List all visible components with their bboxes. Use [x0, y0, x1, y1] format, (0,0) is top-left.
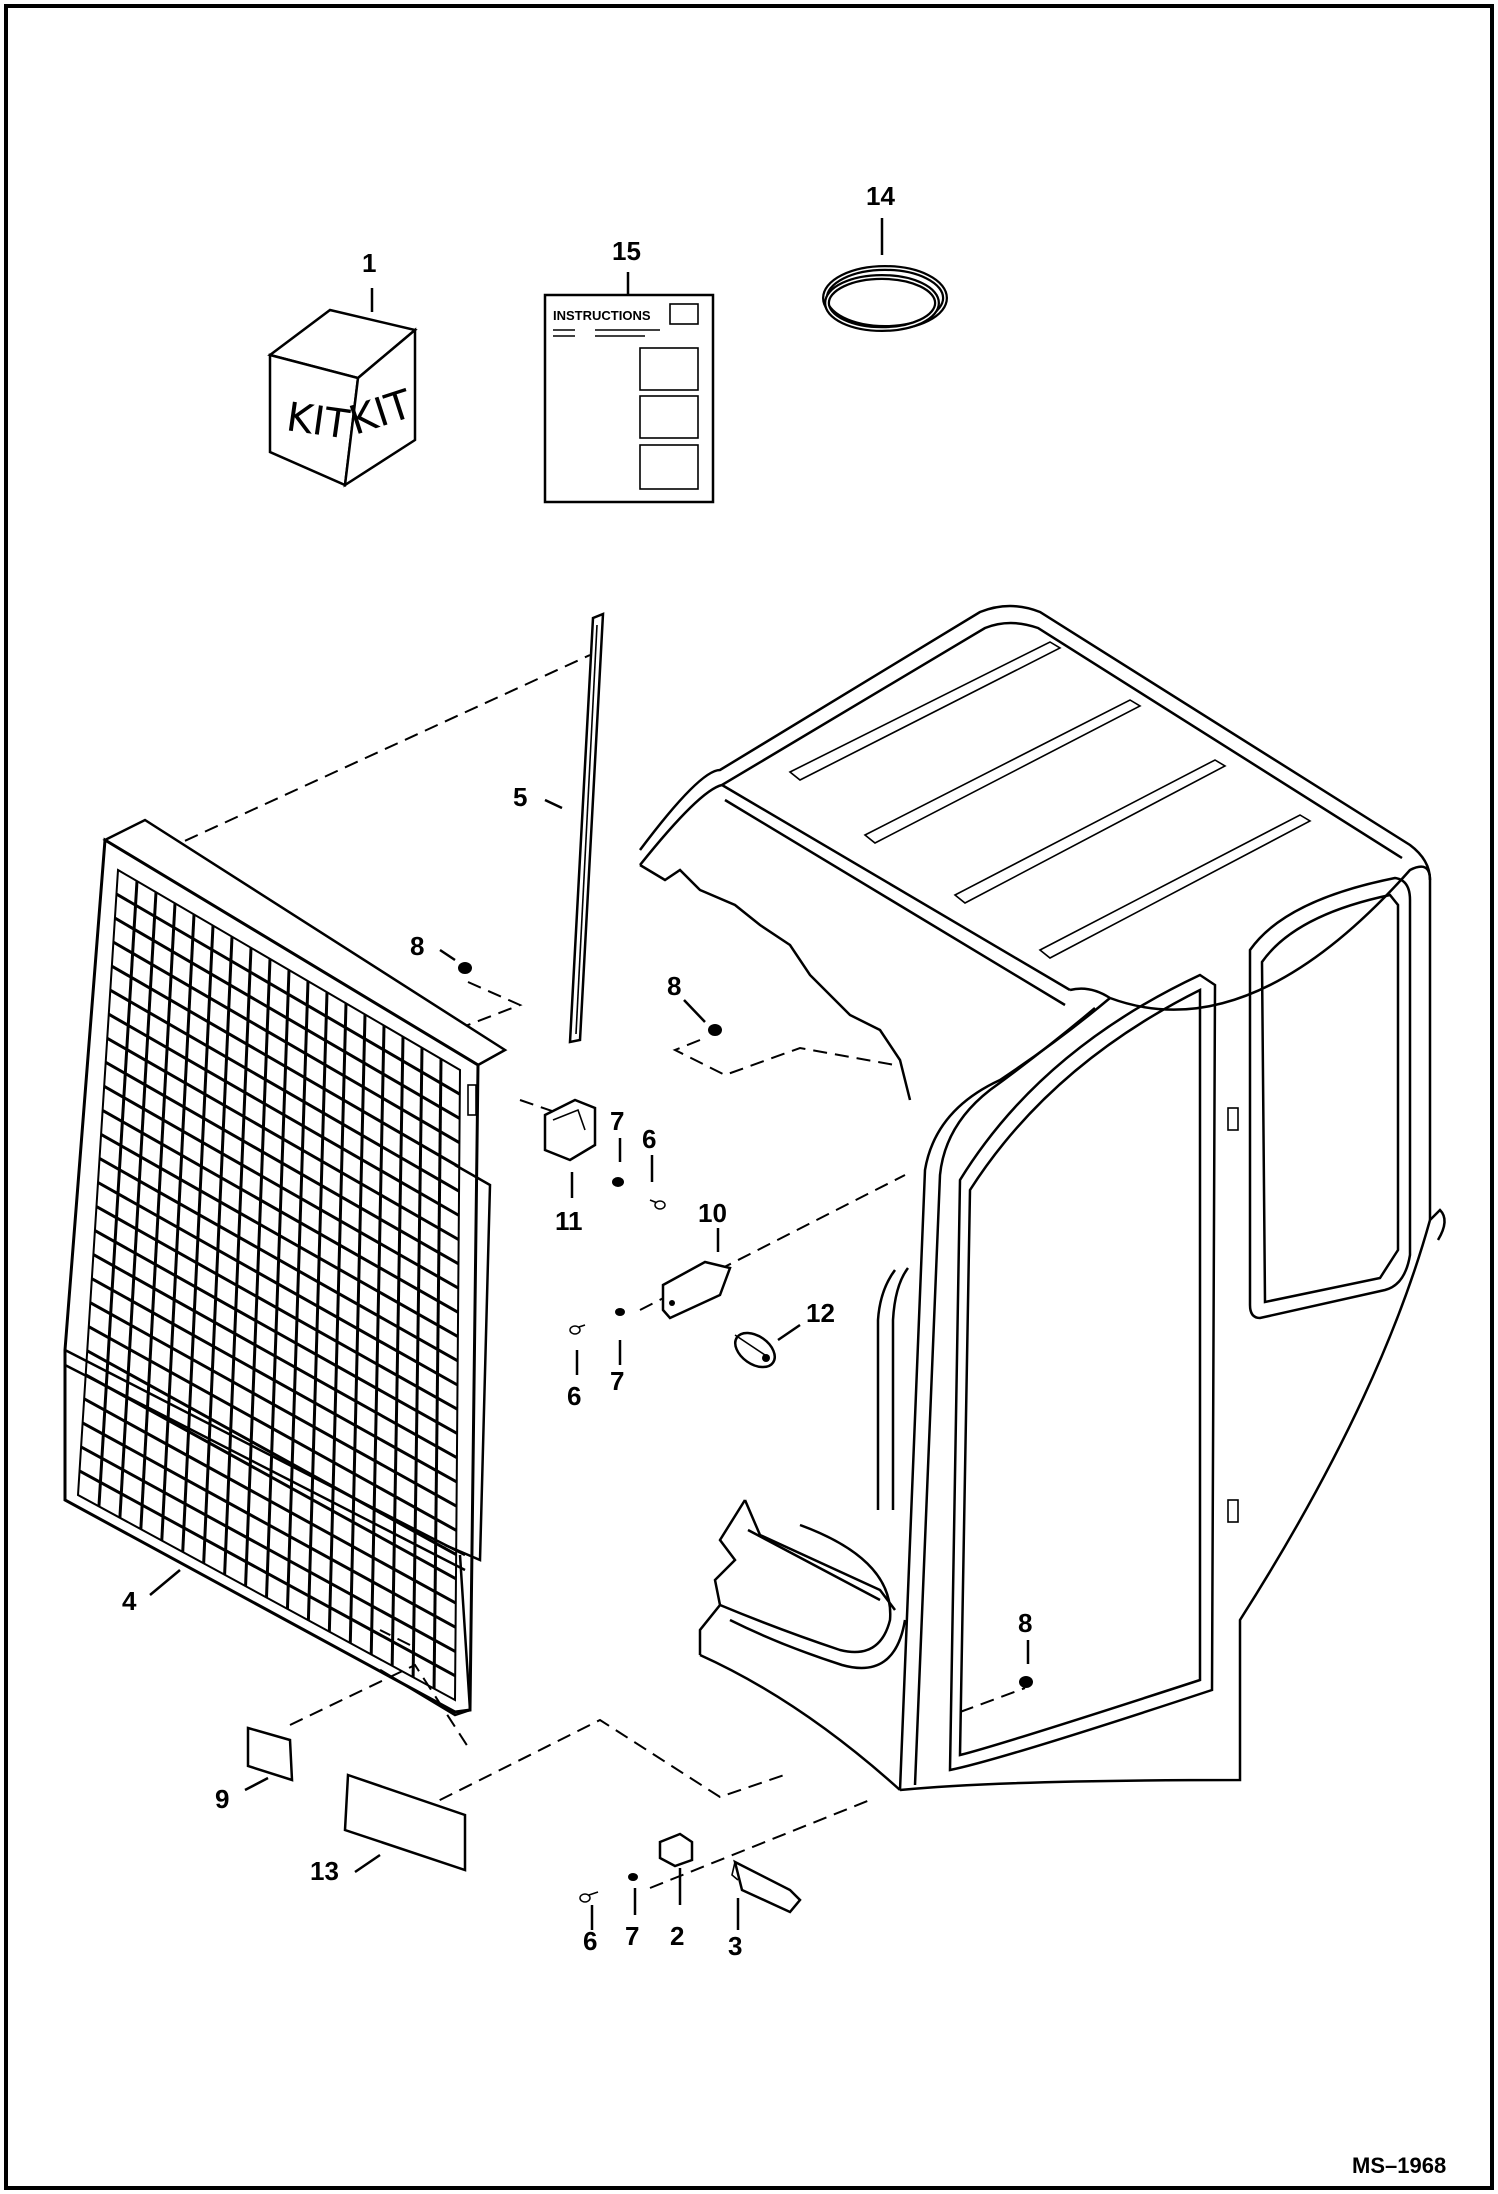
- callout-7b: 7: [610, 1366, 624, 1396]
- callout-8b: 8: [667, 971, 681, 1001]
- callout-6a: 6: [642, 1124, 656, 1154]
- diagram-border: [4, 4, 1494, 2190]
- decal-large-icon: [343, 1773, 467, 1872]
- front-screen-icon: [63, 818, 508, 1717]
- instructions-label: INSTRUCTIONS: [553, 308, 651, 323]
- callout-8c: 8: [1018, 1608, 1032, 1638]
- callout-11: 11: [555, 1206, 583, 1236]
- callout-14: 14: [866, 181, 895, 211]
- callout-8a: 8: [410, 931, 424, 961]
- callout-5: 5: [513, 782, 527, 812]
- lynch-pin-icon: [734, 1331, 776, 1369]
- callout-2: 2: [670, 1921, 684, 1951]
- lower-bracket-icon: [658, 1832, 802, 1914]
- callout-7c: 7: [625, 1921, 639, 1951]
- drawing-reference: MS–1968: [1352, 2153, 1446, 2178]
- callout-6b: 6: [567, 1381, 581, 1411]
- decal-small-icon: [246, 1726, 294, 1782]
- callout-15: 15: [612, 236, 641, 266]
- callout-10: 10: [698, 1198, 727, 1228]
- callout-6c: 6: [583, 1926, 597, 1956]
- instructions-sheet-icon: INSTRUCTIONS: [543, 293, 715, 504]
- callout-12: 12: [806, 1298, 835, 1328]
- seal-coil-icon: [822, 265, 948, 332]
- kit-box-icon: KIT KIT: [267, 308, 418, 488]
- callout-7a: 7: [610, 1106, 624, 1136]
- cab-icon: [639, 604, 1446, 1792]
- screen-mesh: [78, 881, 461, 1689]
- latch-plate-icon: [661, 1260, 732, 1320]
- callout-3: 3: [728, 1931, 742, 1961]
- seal-strip-icon: [568, 612, 605, 1044]
- callout-1: 1: [362, 248, 376, 278]
- nut-icon: [458, 962, 1033, 1688]
- bracket-icon: [543, 1098, 597, 1162]
- callout-4: 4: [122, 1586, 137, 1616]
- kit-label-left: KIT: [284, 394, 353, 448]
- callout-13: 13: [310, 1856, 339, 1886]
- callout-9: 9: [215, 1784, 229, 1814]
